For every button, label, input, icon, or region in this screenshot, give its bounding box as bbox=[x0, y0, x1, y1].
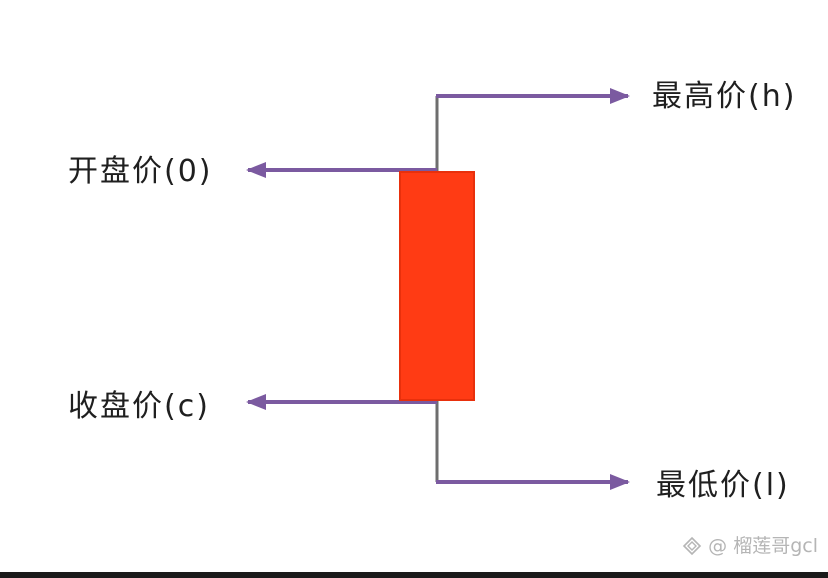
low-price-label: 最低价(l) bbox=[656, 468, 790, 503]
bottom-border bbox=[0, 572, 828, 578]
open-price-label: 开盘价(0) bbox=[68, 154, 213, 189]
close-price-label: 收盘价(c) bbox=[68, 389, 210, 424]
watermark: @ 榴莲哥gcl bbox=[682, 536, 818, 556]
watermark-text: @ 榴莲哥gcl bbox=[708, 534, 818, 557]
watermark-logo-icon bbox=[683, 536, 702, 556]
high-price-label: 最高价(h) bbox=[652, 79, 797, 114]
candle-body bbox=[399, 171, 475, 401]
